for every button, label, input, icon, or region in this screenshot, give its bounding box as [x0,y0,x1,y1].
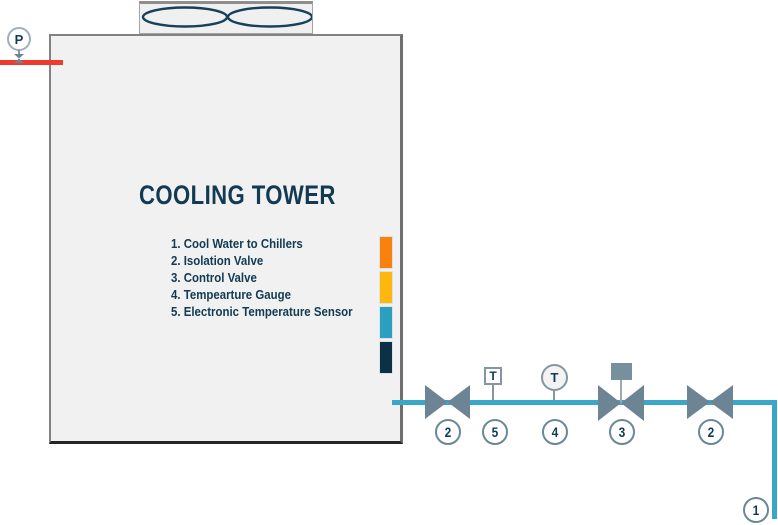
temp-gauge-stem [553,390,555,400]
control-valve-icon [598,385,644,421]
temp-sensor-stem [492,385,494,400]
legend-item-4: 4. Tempearture Gauge [171,287,291,302]
legend-item-2: 2. Isolation Valve [171,253,264,268]
tag-isolation-valve-right: 2 [698,419,724,445]
tag-isolation-valve-left: 2 [435,419,461,445]
color-swatches [379,236,393,376]
electronic-temp-sensor: T [484,367,502,385]
control-valve-stem [620,380,622,404]
legend-item-3: 3. Control Valve [171,270,257,285]
temp-gauge-label: T [550,370,559,385]
cool-water-pipe-vertical [772,400,777,519]
swatch-orange [379,236,393,269]
tag-cool-water-to-chillers: 1 [743,497,769,523]
cool-water-pipe-horizontal [392,400,777,405]
fan-blades-icon [141,6,312,28]
temp-sensor-label: T [489,369,497,383]
isolation-valve-left-icon [425,385,470,419]
control-valve-actuator [611,363,632,380]
swatch-amber [379,271,393,304]
small-valve-icon [14,54,24,63]
tag-control-valve: 3 [609,419,635,445]
swatch-navy [379,341,393,374]
pressure-gauge-stem [18,50,20,56]
tag-temp-gauge: 4 [542,419,568,445]
legend: 1. Cool Water to Chillers 2. Isolation V… [171,235,353,320]
pressure-gauge-label: P [14,31,24,47]
isolation-valve-right-icon [687,385,733,419]
cooling-tower-body [49,34,403,444]
legend-item-5: 5. Electronic Temperature Sensor [171,304,353,319]
tag-electronic-temp-sensor: 5 [482,419,508,445]
temperature-gauge: T [541,364,568,391]
pressure-gauge: P [7,27,31,51]
diagram-title: COOLING TOWER [139,180,336,210]
fan-housing [139,1,313,34]
inlet-line [0,60,63,65]
swatch-teal [379,306,393,339]
legend-item-1: 1. Cool Water to Chillers [171,236,303,251]
